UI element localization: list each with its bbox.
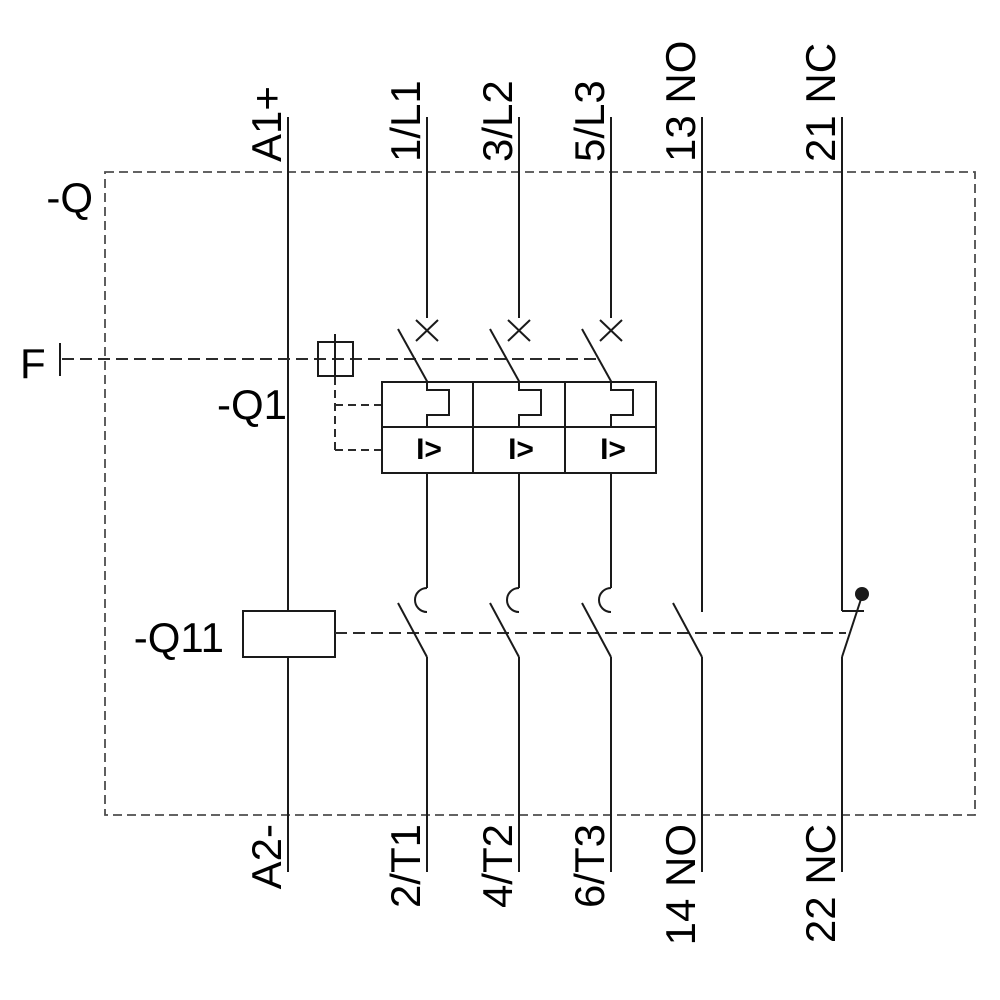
breaker-unit-label: -Q1	[217, 381, 287, 428]
latch-hook-icon	[610, 382, 634, 427]
contact-blade	[841, 595, 863, 658]
terminal-label-3l2: 3/L2	[474, 80, 521, 162]
terminal-label-4t2: 4/T2	[474, 824, 521, 908]
contact-blade	[672, 602, 703, 658]
terminal-label-13no: 13 NO	[657, 41, 704, 162]
coil-symbol	[242, 610, 336, 658]
breaker-pole-3: I>	[581, 319, 634, 466]
breaker-pole-2: I>	[489, 319, 542, 466]
enclosure-boundary	[104, 171, 976, 816]
breaker-cross-icon	[415, 319, 439, 342]
aux-nc-contact	[841, 587, 869, 658]
main-contact-pole-1	[397, 473, 428, 658]
main-contact-pole-3	[581, 473, 612, 658]
latch-hook-icon	[518, 382, 542, 427]
breaker-cross-icon	[599, 319, 623, 342]
coil-label: -Q11	[134, 614, 224, 661]
breaker-blade	[489, 328, 521, 384]
terminal-label-a1: A1+	[243, 86, 290, 162]
main-contact-pole-2	[489, 473, 520, 658]
overcurrent-icon-label: I>	[508, 433, 534, 466]
terminal-label-2t1: 2/T1	[382, 824, 429, 908]
breaker-pole-1: I>	[397, 319, 450, 466]
contactor-arc-icon	[506, 587, 520, 613]
terminal-label-1l1: 1/L1	[382, 80, 429, 162]
terminal-label-21nc: 21 NC	[797, 43, 844, 162]
breaker-blade	[581, 328, 613, 384]
contact-blade	[489, 602, 520, 658]
contactor-arc-icon	[414, 587, 428, 613]
breaker-blade	[397, 328, 429, 384]
terminal-label-a2: A2-	[243, 824, 290, 889]
contactor-arc-icon	[598, 587, 612, 613]
aux-no-contact	[672, 602, 703, 658]
contact-blade	[581, 602, 612, 658]
terminal-label-14no: 14 NO	[657, 824, 704, 945]
enclosure-label: -Q	[46, 174, 93, 221]
contact-blade	[397, 602, 428, 658]
release-label: F	[20, 340, 46, 387]
latch-hook-icon	[426, 382, 450, 427]
positively-driven-dot-icon	[855, 587, 869, 601]
breaker-cross-icon	[507, 319, 531, 342]
overcurrent-icon-label: I>	[600, 433, 626, 466]
terminal-label-22nc: 22 NC	[797, 824, 844, 943]
terminal-label-6t3: 6/T3	[566, 824, 613, 908]
overcurrent-icon-label: I>	[416, 433, 442, 466]
terminal-label-5l3: 5/L3	[566, 80, 613, 162]
